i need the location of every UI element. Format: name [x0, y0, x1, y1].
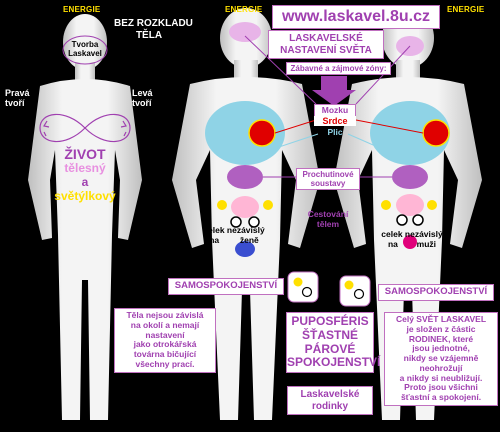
small-ovum-icon-right: [339, 275, 371, 307]
pelvis-mid: [231, 196, 259, 218]
prava-line1: Pravá: [5, 88, 30, 98]
energie-label-middle: ENERGIE: [225, 5, 263, 14]
rodinky-line: rodinky: [311, 400, 349, 412]
lung-zone-right: [370, 101, 450, 165]
celek-muzi-word: muži: [416, 238, 437, 249]
prava-line2: tvoří: [5, 98, 25, 109]
celek-zene-line1: celek nezávislý: [203, 225, 265, 235]
puposferis-line: PÁROVÉ: [304, 341, 356, 356]
puposferis-line: ŠŤASTNÉ: [301, 327, 358, 342]
cely-svet-line: a nikdy si neubližují.: [399, 372, 483, 383]
tela-line: všechny prací.: [135, 358, 195, 369]
cestovani-label: Cestování tělem: [300, 209, 356, 230]
tvorba-laskavel-label: Tvorba Laskavel: [58, 40, 112, 58]
tvorba-line2: Laskavel: [68, 49, 102, 59]
cely-svet-line: nikdy se vzájemně: [403, 353, 479, 364]
puposferis-line: SPOKOJENSTVÍ: [287, 355, 381, 370]
tela-line: Těla nejsou závislá: [126, 310, 204, 320]
digestive-right: [392, 165, 428, 189]
digestive-mid: [227, 165, 263, 189]
tela-line: továrna bičující: [133, 349, 197, 360]
zivot-title: ŽIVOT: [64, 146, 106, 162]
leva-line2: tvoří: [132, 98, 152, 109]
middle-organs: [205, 22, 285, 257]
heart-mid: [248, 119, 276, 147]
celek-muzi-line2: na muži: [371, 238, 453, 250]
srdce-label: Srdce: [314, 116, 356, 127]
laskavelske-rodinky-label: Laskavelské rodinky: [287, 386, 373, 415]
tela-line: jako otrokářská: [133, 339, 197, 350]
celek-muzi-line1: celek nezávislý: [381, 229, 443, 239]
infinity-loops: [39, 113, 131, 143]
bez-rozkladu-line2: TĚLA: [135, 29, 163, 41]
nastaveni-sveta-box: LASKAVELSKÉ NASTAVENÍ SVĚTA: [268, 30, 384, 59]
connector-lines: [244, 35, 424, 178]
cely-svet-laskavel-text: Celý SVĚT LASKAVEL je složen z částic RO…: [384, 312, 498, 406]
male-organ-right: [403, 235, 417, 249]
leva-tvori-label: Levá tvoří: [132, 88, 153, 109]
cely-svet-line: jsou jednotné,: [412, 343, 470, 354]
samospokojenstvi-left: SAMOSPOKOJENSTVÍ: [168, 278, 284, 295]
celek-zene-word: ženě: [239, 234, 259, 245]
a-label: a: [81, 174, 89, 189]
cely-svet-line: Celý SVĚT LASKAVEL: [395, 314, 487, 324]
prochutinove-label: Prochutinové soustavy: [296, 168, 360, 191]
heart-right: [422, 119, 450, 147]
puposferis-line: PUPOSFÉRIS: [291, 314, 369, 328]
cely-svet-line: neohrožují: [419, 362, 463, 373]
leva-line1: Levá: [132, 88, 153, 98]
celek-zene-line2: na ženě: [193, 234, 275, 246]
tela-nejsou-zavisla-text: Těla nejsou závislá na okolí a nemají na…: [114, 308, 216, 373]
bez-rozkladu-heading: BEZ ROZKLADU TĚLA: [114, 18, 193, 41]
celek-zene-label: celek nezávislý na ženě: [193, 225, 275, 246]
telesny-label: tělesný: [64, 161, 106, 176]
womb-mid: [235, 241, 255, 257]
cestovani-line2: tělem: [316, 218, 340, 229]
nastaveni-line2: NASTAVENÍ SVĚTA: [280, 44, 372, 56]
cestovani-line1: Cestování: [307, 209, 349, 219]
small-ovum-icon-left: [287, 271, 319, 303]
tela-line: na okolí a nemají: [130, 319, 200, 330]
nastaveni-line1: LASKAVELSKÉ: [289, 33, 363, 44]
tela-line: nastavení: [145, 329, 185, 340]
zabavne-zony-label: Zábavné a zájmové zóny:: [286, 62, 391, 76]
bez-rozkladu-line1: BEZ ROZKLADU: [114, 18, 193, 29]
cely-svet-line: RODINEK, které: [408, 333, 474, 344]
prava-tvori-label: Pravá tvoří: [5, 88, 30, 109]
cely-svet-line: je složen z částic: [406, 323, 476, 334]
rodinky-line: Laskavelské: [300, 389, 360, 400]
energie-label-left: ENERGIE: [63, 5, 101, 14]
prochutinove-line1: Prochutinové: [302, 170, 354, 179]
cely-svet-line: šťastní a spokojení.: [400, 392, 482, 403]
samospokojenstvi-right: SAMOSPOKOJENSTVÍ: [378, 284, 494, 301]
site-url-banner[interactable]: www.laskavel.8u.cz: [272, 5, 440, 29]
celek-muzi-na: na: [387, 238, 398, 249]
left-body-figure: [28, 14, 142, 420]
lung-zone-mid: [205, 101, 285, 165]
cely-svet-line: Proto jsou všichni: [404, 382, 478, 393]
prochutinove-line2: soustavy: [310, 179, 346, 189]
pelvis-right: [396, 194, 424, 216]
tvorba-line1: Tvorba: [71, 40, 99, 49]
zivot-block: ŽIVOT tělesný a světýlkový: [35, 146, 135, 203]
puposferis-block: PUPOSFÉRIS ŠŤASTNÉ PÁROVÉ SPOKOJENSTVÍ: [286, 312, 381, 374]
celek-zene-na: na: [209, 234, 220, 245]
down-arrow: [312, 76, 356, 106]
energie-label-right: ENERGIE: [447, 5, 485, 14]
plic-label: Plic: [327, 127, 343, 137]
right-organs: [370, 36, 450, 249]
celek-muzi-label: celek nezávislý na muži: [371, 229, 453, 250]
tvorba-oval: [62, 35, 108, 65]
svetylkovy-label: světýlkový: [54, 188, 116, 203]
brain-zone-mid: [229, 22, 261, 42]
